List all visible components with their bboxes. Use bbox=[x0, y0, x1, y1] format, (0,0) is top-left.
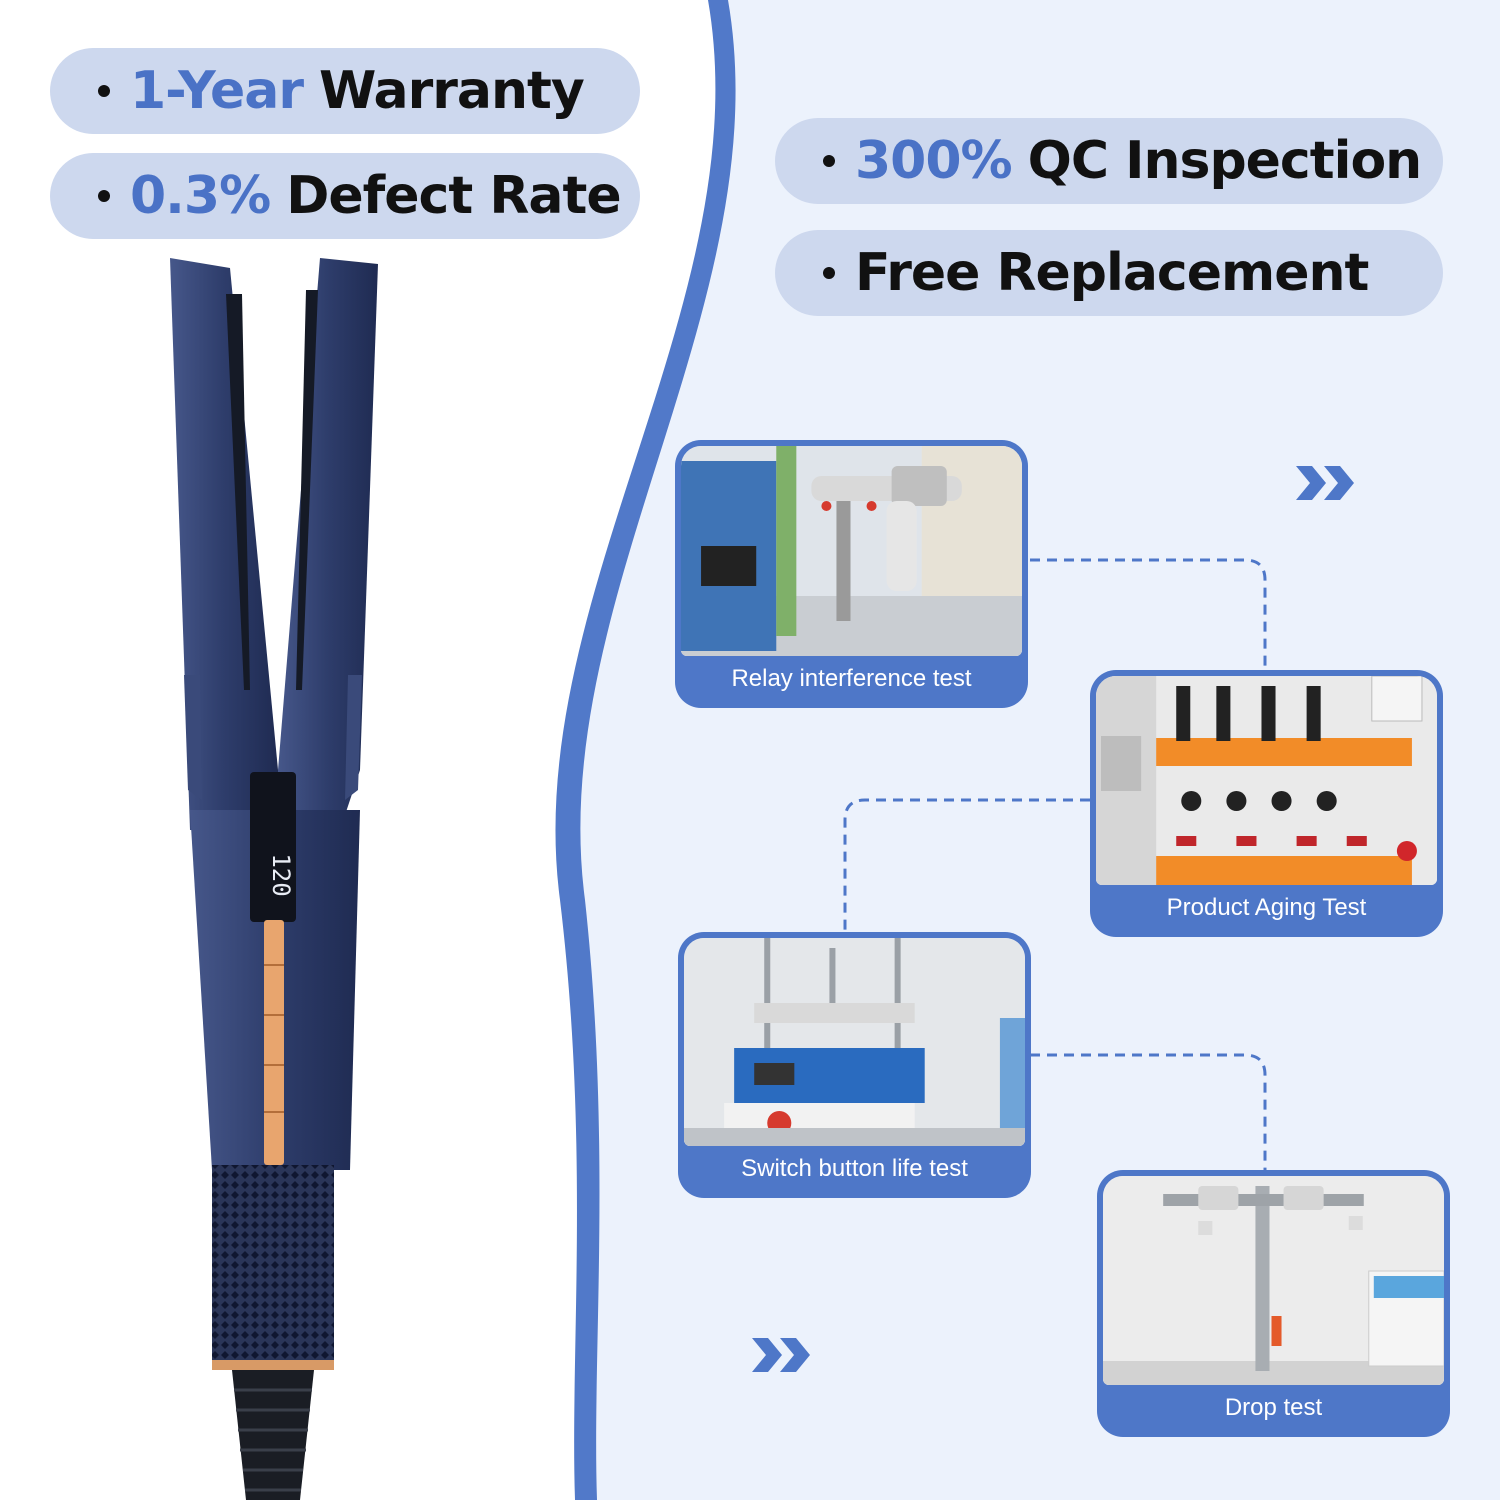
drop-test-photo bbox=[1103, 1176, 1444, 1385]
test-card-relay-interference: Relay interference test bbox=[675, 440, 1028, 708]
qc-highlight: 300% bbox=[855, 131, 1013, 191]
hair-straightener-illustration: 120 bbox=[170, 258, 378, 1500]
aging-test-photo bbox=[1096, 676, 1437, 885]
warranty-text: Warranty bbox=[319, 61, 585, 121]
defect-highlight: 0.3% bbox=[130, 166, 271, 226]
test-card-drop: Drop test bbox=[1097, 1170, 1450, 1437]
bullet-icon bbox=[98, 85, 110, 97]
defect-rate-badge: 0.3% Defect Rate bbox=[50, 153, 640, 239]
replacement-text: Free Replacement bbox=[855, 243, 1369, 303]
relay-test-photo bbox=[681, 446, 1022, 656]
bullet-icon bbox=[823, 155, 835, 167]
test-card-product-aging: Product Aging Test bbox=[1090, 670, 1443, 937]
warranty-highlight: 1-Year bbox=[130, 61, 304, 121]
warranty-badge: 1-Year Warranty bbox=[50, 48, 640, 134]
aging-test-caption: Product Aging Test bbox=[1166, 894, 1367, 921]
bullet-icon bbox=[98, 190, 110, 202]
double-chevron-right-icon bbox=[1296, 466, 1354, 500]
test-card-switch-button-life: Switch button life test bbox=[678, 932, 1031, 1198]
temperature-display: 120 bbox=[267, 853, 295, 896]
switch-test-caption: Switch button life test bbox=[741, 1155, 968, 1182]
relay-test-caption: Relay interference test bbox=[731, 665, 972, 692]
qc-inspection-badge: 300% QC Inspection bbox=[775, 118, 1443, 204]
defect-text: Defect Rate bbox=[286, 166, 621, 226]
free-replacement-badge: Free Replacement bbox=[775, 230, 1443, 316]
double-chevron-right-icon bbox=[752, 1338, 810, 1372]
drop-test-caption: Drop test bbox=[1224, 1394, 1323, 1421]
qc-text: QC Inspection bbox=[1027, 131, 1423, 191]
bullet-icon bbox=[823, 267, 835, 279]
switch-test-photo bbox=[684, 938, 1025, 1146]
